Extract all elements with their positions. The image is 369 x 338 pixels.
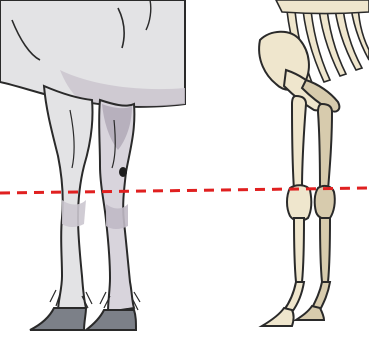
near-cannon-bone — [294, 218, 304, 282]
hock-level-reference-line — [0, 188, 369, 193]
near-hoof — [30, 308, 86, 330]
far-cannon-bone — [320, 218, 330, 282]
far-coffin-bone — [296, 306, 324, 320]
near-tibia — [292, 96, 306, 190]
horse-skeleton — [259, 0, 369, 326]
near-pastern — [284, 282, 304, 312]
far-hoof — [86, 310, 136, 330]
spine — [276, 0, 369, 14]
far-hock — [315, 186, 335, 219]
horse-illustration — [0, 0, 185, 330]
far-tibia — [318, 104, 332, 190]
near-coffin-bone — [262, 308, 294, 326]
chestnut-marking — [119, 167, 127, 177]
horse-near-leg — [44, 86, 93, 312]
